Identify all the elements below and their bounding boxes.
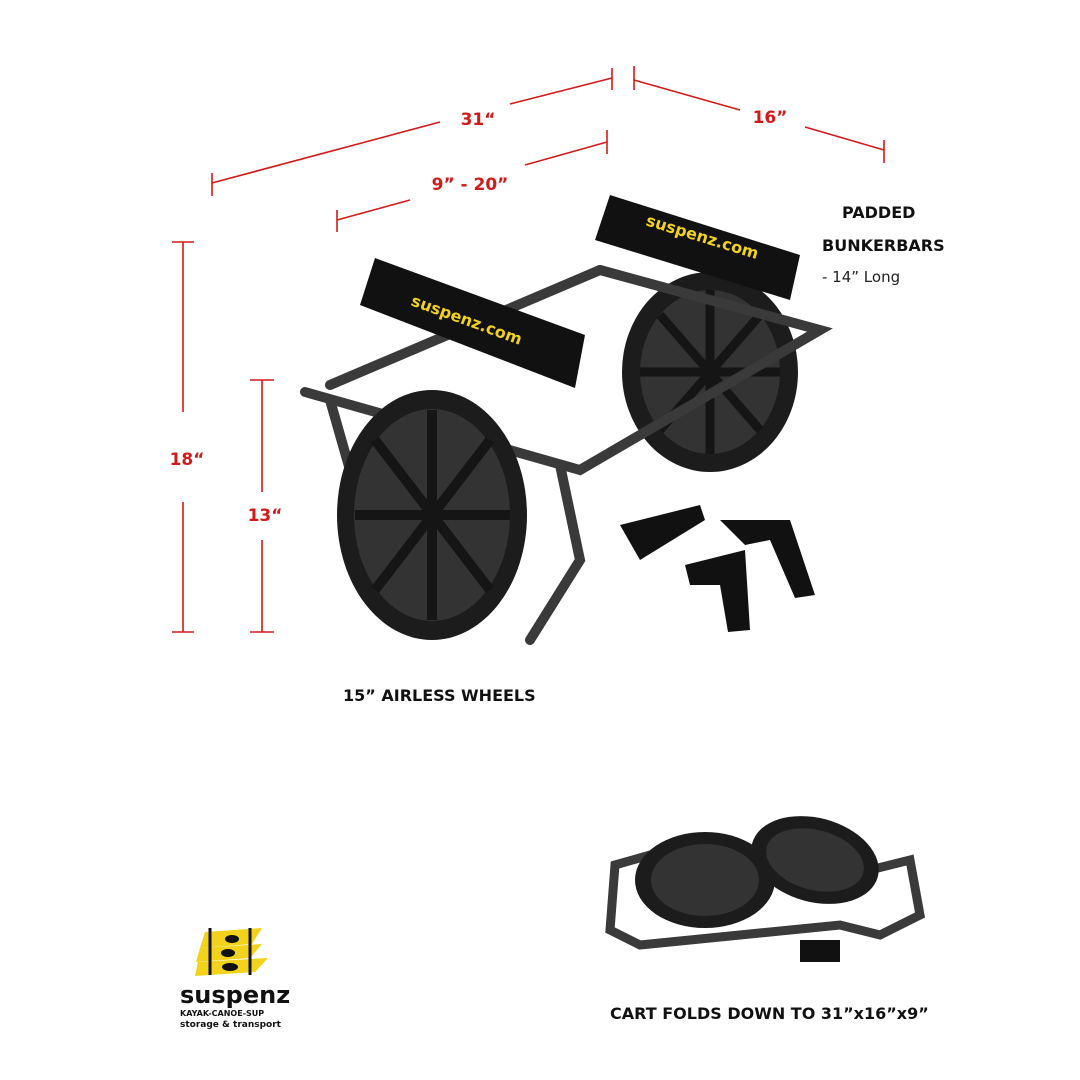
height-dimension: 18“ xyxy=(169,450,205,470)
dim-16-line xyxy=(633,79,741,111)
bunker-title-2: BUNKERBARS xyxy=(822,236,945,255)
adjustable-width-dimension: 9” - 20” xyxy=(431,175,509,195)
dim-31-line xyxy=(211,121,441,184)
logo-wordmark: suspenz xyxy=(180,981,290,1009)
bunker-bar-rear xyxy=(595,195,800,300)
bunker-title-1: PADDED xyxy=(842,203,916,222)
dimension-lines xyxy=(172,66,885,633)
width-dimension: 16” xyxy=(752,108,788,128)
length-dimension: 31“ xyxy=(460,110,496,130)
bunker-bar-front xyxy=(360,258,585,388)
suspenz-logo: suspenz KAYAK-CANOE-SUP storage & transp… xyxy=(180,928,290,1030)
svg-text:KAYAK-CANOE-SUP: KAYAK-CANOE-SUP xyxy=(180,1009,264,1018)
folded-label: CART FOLDS DOWN TO 31”x16”x9” xyxy=(610,1004,929,1023)
bunker-length: - 14” Long xyxy=(822,268,901,286)
wheels-label: 15” AIRLESS WHEELS xyxy=(343,686,536,705)
wheel-height-dimension: 13“ xyxy=(247,506,283,526)
svg-text:storage & transport: storage & transport xyxy=(180,1020,282,1030)
dim-adjust-line xyxy=(336,199,411,221)
tie-down-straps xyxy=(620,505,815,632)
folded-cart-image xyxy=(605,816,926,962)
cart-image: suspenz.com suspenz.com xyxy=(300,195,926,962)
